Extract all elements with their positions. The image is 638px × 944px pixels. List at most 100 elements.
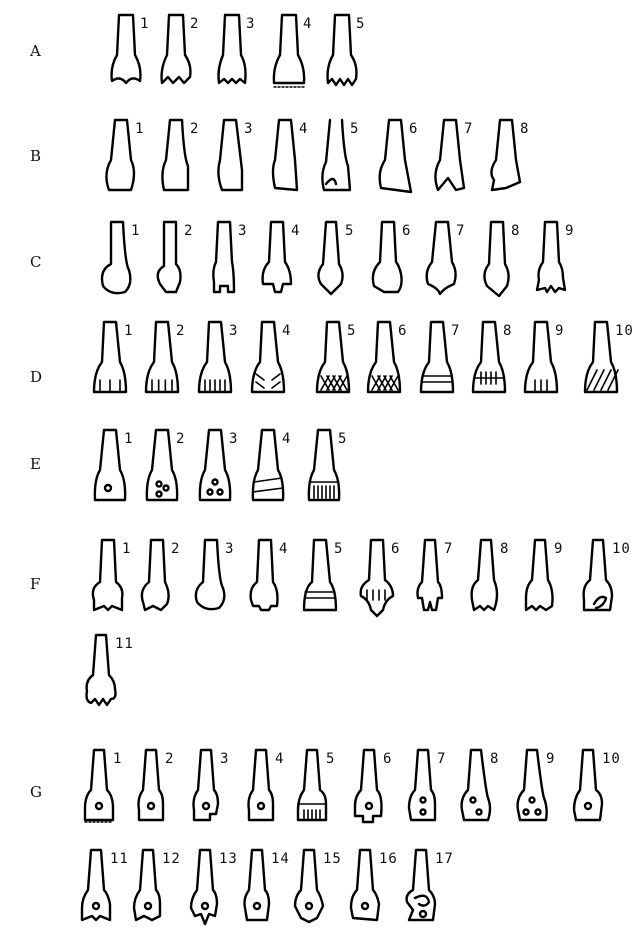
type-number: 6 — [391, 541, 401, 557]
type-number: 1 — [124, 431, 134, 447]
type-number: 5 — [345, 223, 355, 239]
tooth-e-2 — [145, 428, 179, 502]
type-number: 5 — [338, 431, 348, 447]
tooth-g-11 — [80, 848, 112, 922]
tooth-d-8 — [471, 320, 507, 394]
type-number: 5 — [356, 16, 366, 32]
tooth-f-9 — [524, 538, 554, 612]
tooth-g-10 — [572, 748, 604, 822]
type-number: 4 — [275, 751, 285, 767]
tooth-c-5 — [317, 220, 344, 296]
type-number: 3 — [229, 431, 239, 447]
type-number: 9 — [555, 323, 565, 339]
type-number: 1 — [140, 16, 150, 32]
row-label-b: B — [30, 147, 42, 165]
type-number: 4 — [279, 541, 289, 557]
type-number: 1 — [113, 751, 123, 767]
type-number: 3 — [229, 323, 239, 339]
tooth-a-5 — [326, 13, 358, 87]
tooth-g-4 — [247, 748, 275, 822]
row-label-g: G — [30, 783, 42, 801]
tooth-g-12 — [132, 848, 162, 922]
row-label-f: F — [30, 575, 41, 593]
type-number: 8 — [490, 751, 500, 767]
type-number: 2 — [176, 323, 186, 339]
tooth-c-9 — [535, 220, 567, 294]
type-number: 9 — [565, 223, 575, 239]
type-number: 5 — [350, 121, 360, 137]
tooth-b-1 — [105, 118, 136, 192]
tooth-f-1 — [91, 538, 124, 612]
tooth-f-10 — [582, 538, 614, 612]
tooth-e-4 — [251, 428, 285, 502]
tooth-a-3 — [217, 13, 247, 85]
tooth-d-3 — [197, 320, 233, 394]
type-number: 12 — [162, 851, 181, 867]
tooth-c-4 — [261, 220, 293, 294]
tooth-c-2 — [156, 220, 182, 294]
tooth-c-8 — [483, 220, 510, 298]
type-number: 2 — [190, 121, 200, 137]
type-number: 4 — [291, 223, 301, 239]
type-number: 6 — [383, 751, 393, 767]
tooth-b-2 — [161, 118, 190, 192]
type-number: 6 — [402, 223, 412, 239]
type-number: 10 — [602, 751, 621, 767]
tooth-f-2 — [140, 538, 170, 612]
tooth-f-7 — [416, 538, 444, 612]
type-number: 5 — [326, 751, 336, 767]
tooth-e-5 — [307, 428, 341, 502]
type-number: 9 — [554, 541, 564, 557]
type-number: 5 — [347, 323, 357, 339]
tooth-c-3 — [212, 220, 236, 294]
type-number: 3 — [238, 223, 248, 239]
tooth-g-6 — [353, 748, 383, 824]
tooth-c-7 — [425, 220, 457, 296]
type-number: 4 — [299, 121, 309, 137]
tooth-c-6 — [371, 220, 403, 294]
tooth-c-1 — [100, 220, 132, 295]
tooth-e-1 — [93, 428, 127, 502]
tooth-g-17 — [405, 848, 437, 922]
tooth-d-1 — [92, 320, 128, 394]
tooth-d-7 — [419, 320, 455, 394]
tooth-g-16 — [349, 848, 381, 922]
tooth-f-6 — [359, 538, 395, 618]
type-number: 10 — [612, 541, 631, 557]
row-label-c: C — [30, 253, 42, 271]
row-label-e: E — [30, 455, 41, 473]
type-number: 3 — [220, 751, 230, 767]
type-number: 3 — [244, 121, 254, 137]
row-label-a: A — [30, 42, 41, 60]
tooth-d-2 — [144, 320, 180, 394]
tooth-g-7 — [407, 748, 437, 822]
type-number: 7 — [456, 223, 466, 239]
type-number: 6 — [409, 121, 419, 137]
type-number: 2 — [184, 223, 194, 239]
tooth-g-2 — [137, 748, 165, 822]
type-number: 2 — [176, 431, 186, 447]
type-number: 1 — [124, 323, 134, 339]
tooth-d-9 — [523, 320, 559, 394]
tooth-b-8 — [490, 118, 522, 192]
tooth-d-5 — [315, 320, 351, 394]
type-number: 5 — [334, 541, 344, 557]
type-number: 3 — [246, 16, 256, 32]
type-number: 2 — [190, 16, 200, 32]
type-number: 8 — [511, 223, 521, 239]
type-number: 10 — [615, 323, 634, 339]
tooth-f-8 — [470, 538, 499, 612]
tooth-f-4 — [249, 538, 279, 612]
tooth-f-5 — [302, 538, 338, 612]
type-number: 4 — [282, 431, 292, 447]
type-number: 1 — [131, 223, 141, 239]
tooth-g-5 — [296, 748, 328, 822]
type-number: 7 — [464, 121, 474, 137]
type-number: 1 — [135, 121, 145, 137]
tooth-b-3 — [217, 118, 244, 192]
tooth-a-2 — [160, 13, 192, 85]
tooth-g-8 — [460, 748, 492, 822]
tooth-d-4 — [250, 320, 286, 394]
tooth-b-6 — [378, 118, 413, 194]
